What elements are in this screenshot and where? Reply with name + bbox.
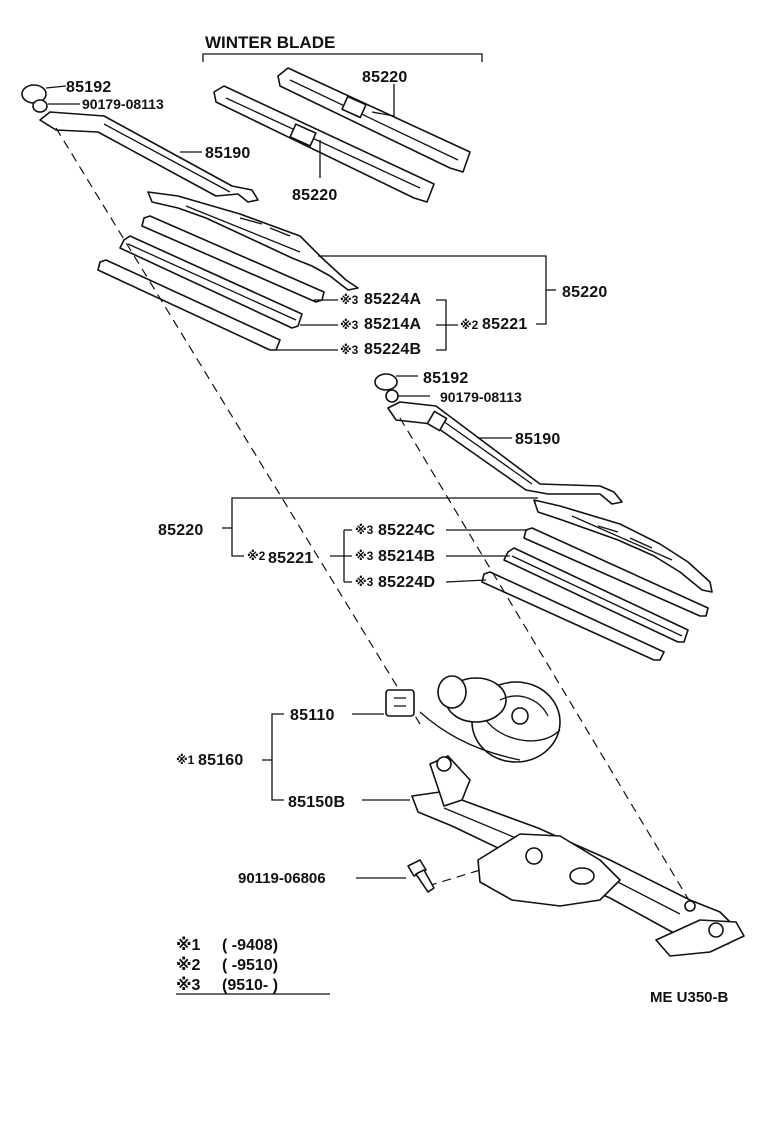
- blade-1-strips: [97, 215, 325, 351]
- label-blade1-assy: 85220: [562, 284, 608, 301]
- label-winter-lower: 85220: [292, 187, 338, 204]
- wiper-arm-2: [374, 373, 623, 505]
- legend-mark-2: ※2: [176, 956, 201, 974]
- mark-blade1-b: ※3: [340, 318, 359, 332]
- bracket-blade1-assy: [318, 255, 547, 325]
- label-blade1-b: 85214A: [364, 316, 421, 333]
- label-motor: 85110: [290, 707, 335, 724]
- wiper-arm-1: [21, 84, 259, 203]
- dash-line-arm2: [399, 417, 691, 903]
- mark-blade2-a: ※3: [355, 523, 374, 537]
- mark-blade1-rubber: ※2: [460, 318, 479, 332]
- label-winter-upper: 85220: [362, 69, 408, 86]
- bracket-blade2-assy: [231, 497, 538, 557]
- winter-blade-upper: [277, 67, 471, 173]
- winter-blade-header: WINTER BLADE: [205, 33, 335, 52]
- winter-blade-lower: [213, 85, 435, 203]
- diagram-code: ME U350-B: [650, 989, 729, 1006]
- label-arm2-nut: 90179-08113: [440, 389, 522, 405]
- mark-blade2-b: ※3: [355, 549, 374, 563]
- label-blade2-b: 85214B: [378, 548, 435, 565]
- mark-blade2-c: ※3: [355, 575, 374, 589]
- legend-mark-1: ※1: [176, 936, 201, 954]
- label-blade2-c: 85224D: [378, 574, 435, 591]
- label-bolt: 90119-06806: [238, 870, 326, 887]
- wiper-linkage: [411, 755, 745, 957]
- dash-line-arm1: [55, 127, 421, 725]
- label-arm1-cap: 85192: [66, 79, 112, 96]
- blade-2-frame: [533, 499, 713, 593]
- label-blade1-a: 85224A: [364, 291, 421, 308]
- label-blade2-assy: 85220: [158, 522, 204, 539]
- bracket-blade2-items: [330, 529, 352, 583]
- label-blade1-rubber: 85221: [482, 316, 528, 333]
- label-blade2-a: 85224C: [378, 522, 435, 539]
- legend-range-2: ( -9510): [222, 957, 278, 974]
- winter-blade-bracket: [202, 53, 483, 62]
- mark-blade1-c: ※3: [340, 343, 359, 357]
- label-link: 85150B: [288, 794, 345, 811]
- blade-2-strips: [481, 527, 709, 661]
- label-arm1-arm: 85190: [205, 145, 251, 162]
- leader-winter-upper: [371, 84, 395, 117]
- label-arm2-arm: 85190: [515, 431, 561, 448]
- bracket-wiper-assy: [262, 713, 284, 801]
- legend-range-3: (9510- ): [222, 977, 278, 994]
- label-blade1-c: 85224B: [364, 341, 421, 358]
- mark-blade1-a: ※3: [340, 293, 359, 307]
- mark-blade2-rubber: ※2: [247, 549, 266, 563]
- mark-wiper-assy: ※1: [176, 753, 195, 767]
- label-arm2-cap: 85192: [423, 370, 469, 387]
- legend-mark-3: ※3: [176, 976, 201, 994]
- legend-range-1: ( -9408): [222, 937, 278, 954]
- dash-line-bolt: [427, 869, 481, 887]
- label-wiper-assy: 85160: [198, 752, 244, 769]
- leader-blade2-c: [445, 579, 487, 583]
- bolt: [407, 859, 435, 893]
- wiper-motor: [385, 675, 561, 763]
- blade-1-frame: [147, 191, 359, 291]
- bracket-blade1-rubber: [436, 299, 458, 351]
- leader-arm1-cap: [45, 85, 67, 89]
- label-arm1-nut: 90179-08113: [82, 96, 164, 112]
- label-blade2-rubber: 85221: [268, 550, 314, 567]
